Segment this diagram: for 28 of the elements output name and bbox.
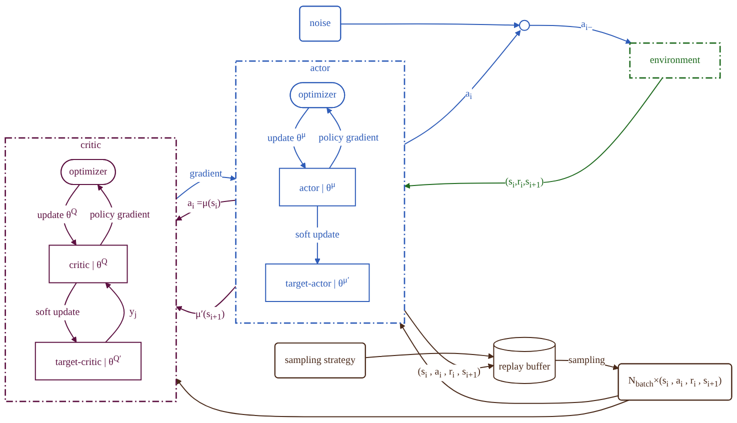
arrow <box>176 378 630 418</box>
arrow <box>404 30 521 145</box>
edge-label: soft update <box>36 307 80 318</box>
edge-label: policy gradient <box>90 209 150 220</box>
edge-label: y$_{j}$ <box>129 306 137 319</box>
node-circle <box>518 20 530 31</box>
edge-label: soft update <box>295 229 340 240</box>
node-box: critic | θ$^{Q}$ <box>48 244 128 284</box>
edge-label: policy gradient <box>318 132 379 144</box>
node-box: target-critic | θ$^{Q′}$ <box>34 342 142 380</box>
edge-label: a$_{i}$ <box>465 88 472 102</box>
arrow <box>404 77 663 189</box>
node-box: target-actor | θ$^{μ′}$ <box>265 263 370 302</box>
node-box: actor | θ$^{μ}$ <box>278 168 356 206</box>
edge-label: a$_{i−}$ <box>581 19 592 32</box>
edge-label: sampling <box>568 354 606 366</box>
edge-label: a$_{i}$ =μ(s$_{i}$) <box>188 198 221 211</box>
edge-label: gradient <box>190 168 222 180</box>
edge-label: μ′(s$_{i+1}$) <box>195 308 225 322</box>
arrow <box>365 352 494 359</box>
node-box: environment <box>629 42 721 79</box>
edge-label: (s$_{i}$ , a$_{i}$ , r$_{i}$ , s$_{i+1}$) <box>418 366 480 380</box>
edge-label: (s$_{i}$,r$_{i}$,s$_{i+1}$) <box>505 176 544 190</box>
edge-label: update θ$^{Q}$ <box>37 206 78 221</box>
arrow <box>340 22 520 28</box>
arrow <box>528 24 632 44</box>
arrow <box>105 282 125 343</box>
edge-label: update θ$^{μ}$ <box>268 130 306 144</box>
